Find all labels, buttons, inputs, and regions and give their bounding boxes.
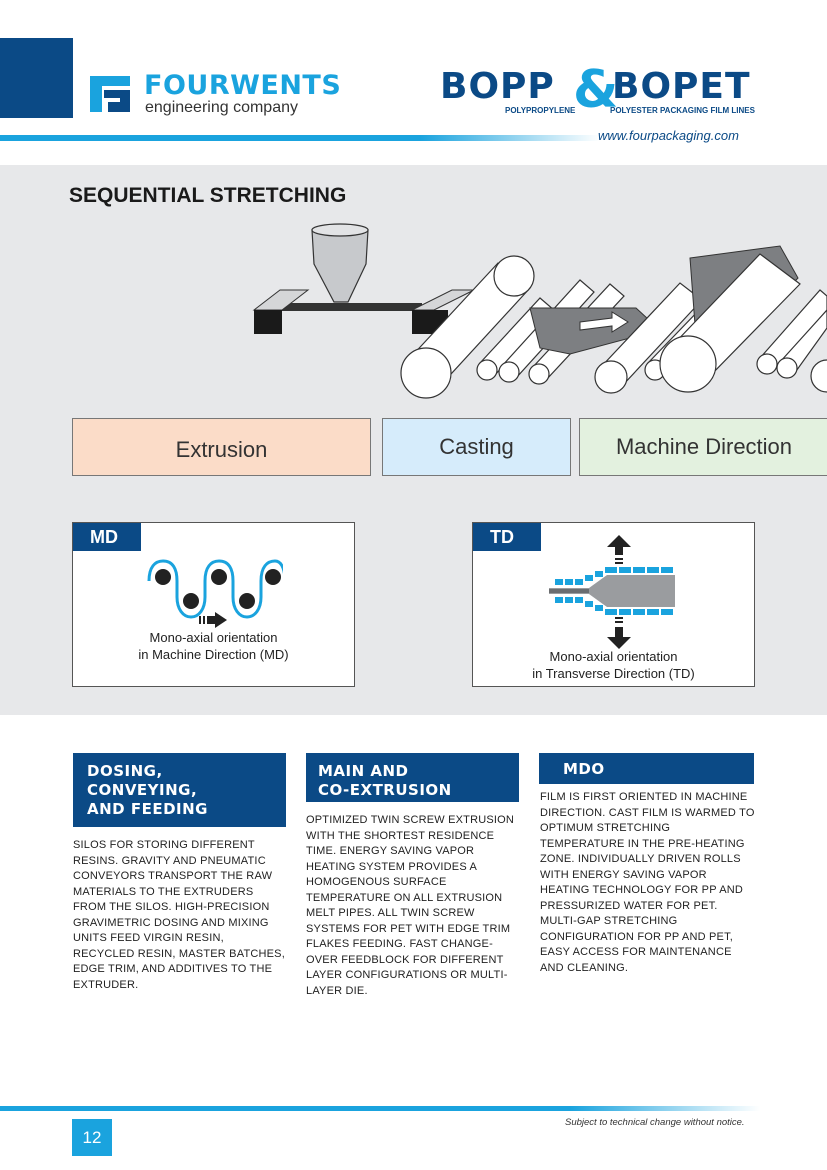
td-film-stretch-diagram xyxy=(549,567,675,615)
page-number: 12 xyxy=(72,1119,112,1156)
column-dosing-heading-line-3: AND FEEDING xyxy=(87,800,208,818)
header-color-block xyxy=(0,38,73,118)
td-up-arrow-icon xyxy=(607,535,631,564)
header-rule xyxy=(0,135,600,141)
md-diagram-box: MD Mono-axial orientation in Machine Dir… xyxy=(72,522,355,687)
company-subtitle: engineering company xyxy=(145,99,298,116)
footer-rule xyxy=(0,1106,760,1111)
td-tag: TD xyxy=(473,523,541,551)
column-dosing-heading: DOSING, CONVEYING, AND FEEDING xyxy=(73,753,286,827)
stage-extrusion-label: Extrusion xyxy=(175,437,268,462)
column-dosing-text: SILOS FOR STORING DIFFERENT RESINS. GRAV… xyxy=(73,839,285,991)
column-extrusion-text: OPTIMIZED TWIN SCREW EXTRUSION WITH THE … xyxy=(306,814,515,997)
disclaimer: Subject to technical change without noti… xyxy=(565,1117,745,1128)
column-dosing-heading-line-1: DOSING, xyxy=(87,762,163,780)
md-caption-line-1: Mono-axial orientation xyxy=(149,630,278,645)
product-ampersand: & xyxy=(573,60,619,120)
product-sub-polypropylene: POLYPROPYLENE xyxy=(505,106,576,115)
md-tag: MD xyxy=(73,523,141,551)
stage-machine-direction: Machine Direction xyxy=(579,418,827,476)
td-down-arrow-icon xyxy=(607,617,631,649)
product-word-bopp: BOPP xyxy=(440,66,555,107)
product-word-bopet: BOPET xyxy=(612,66,751,107)
process-illustration xyxy=(252,223,827,399)
column-mdo-heading-line-1: MDO xyxy=(563,760,605,778)
column-dosing-heading-line-2: CONVEYING, xyxy=(87,781,198,799)
md-direction-arrow-icon xyxy=(199,612,227,628)
md-roll-diagram xyxy=(147,559,283,619)
column-extrusion-heading: MAIN AND CO-EXTRUSION xyxy=(306,753,519,802)
fourwents-logo-icon xyxy=(90,76,130,112)
td-caption-line-1: Mono-axial orientation xyxy=(549,649,678,664)
td-diagram-box: TD Mono-axial orientation in Transverse … xyxy=(472,522,755,687)
website-link[interactable]: www.fourpackaging.com xyxy=(598,128,739,143)
stage-extrusion: Extrusion xyxy=(72,418,371,476)
product-sub-polyester: POLYESTER PACKAGING FILM LINES xyxy=(610,106,755,115)
company-name: FOURWENTS xyxy=(144,70,342,101)
stage-casting-label: Casting xyxy=(439,434,514,459)
column-extrusion-heading-line-2: CO-EXTRUSION xyxy=(318,781,452,799)
column-extrusion-heading-line-1: MAIN AND xyxy=(318,762,409,780)
column-mdo-heading: MDO xyxy=(539,753,754,784)
product-logo: BOPP & BOPET POLYPROPYLENE POLYESTER PAC… xyxy=(440,60,758,122)
column-mdo-text: FILM IS FIRST ORIENTED IN MACHINE DIRECT… xyxy=(540,791,755,974)
stage-casting: Casting xyxy=(382,418,571,476)
td-caption-line-2: in Transverse Direction (TD) xyxy=(532,666,695,681)
stage-machine-direction-label: Machine Direction xyxy=(615,434,793,459)
section-title: SEQUENTIAL STRETCHING xyxy=(69,184,347,207)
md-caption-line-2: in Machine Direction (MD) xyxy=(138,647,289,662)
